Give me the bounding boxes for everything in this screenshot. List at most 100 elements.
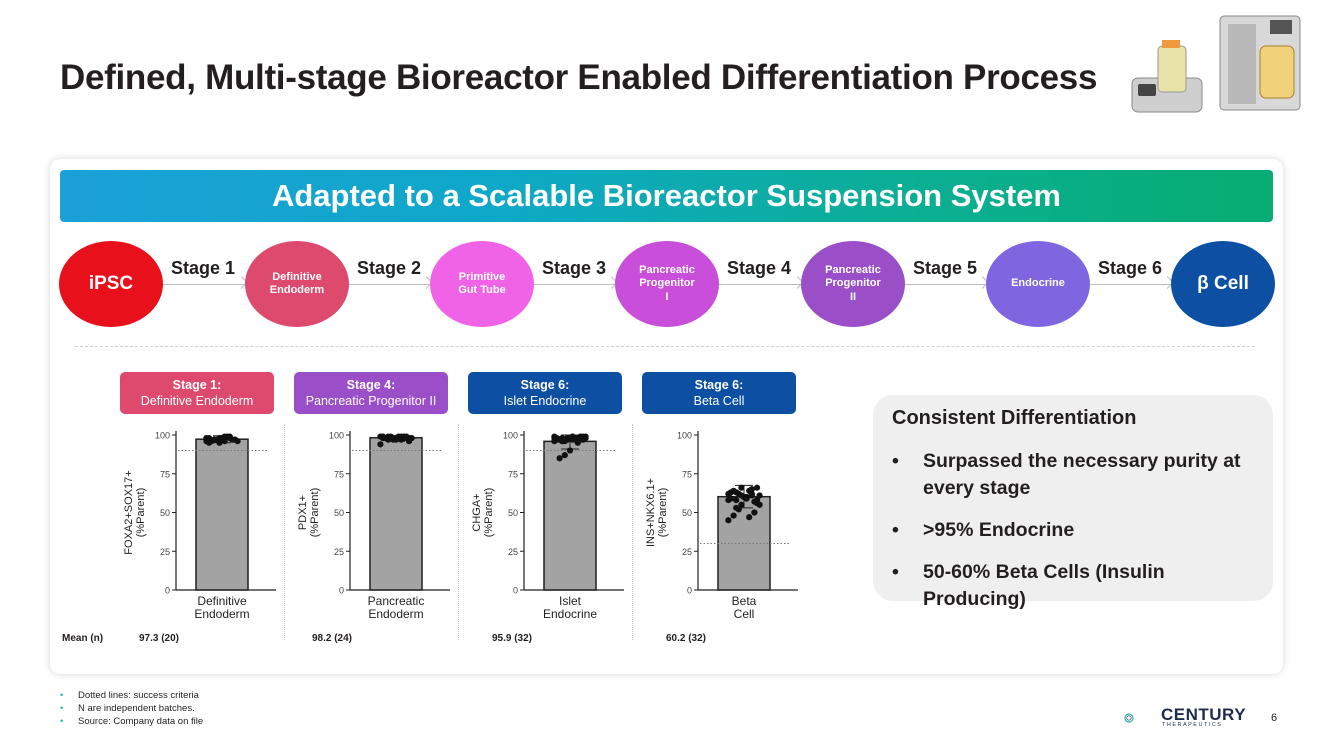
y-axis-label-line: (%Parent) [309, 488, 321, 538]
data-point [748, 492, 755, 499]
y-tick-label: 0 [513, 586, 518, 596]
y-tick-label: 50 [508, 508, 518, 518]
data-point [211, 436, 218, 443]
flow-node: Endocrine [986, 241, 1090, 327]
flow-connector [349, 284, 430, 285]
chart-header-name: Definitive Endoderm [140, 394, 254, 408]
data-point [579, 436, 587, 443]
data-point [735, 490, 742, 497]
y-tick-label: 100 [677, 431, 692, 441]
y-axis-label: FOXA2+SOX17+(%Parent) [123, 470, 147, 554]
chart-header: Stage 6: Beta Cell [642, 372, 796, 414]
y-tick-label: 25 [508, 547, 518, 557]
y-axis-label-line: CHGA+ [471, 493, 483, 531]
chart-header: Stage 6: Islet Endocrine [468, 372, 622, 414]
summary-bullet: >95% Endocrine [892, 517, 1272, 544]
page-title: Defined, Multi-stage Bioreactor Enabled … [60, 58, 1098, 97]
bar [717, 495, 771, 591]
data-point [738, 501, 745, 508]
logo-name: CENTURY [1161, 705, 1247, 724]
x-category-label-line: Pancreatic [368, 594, 425, 608]
stage-label: Stage 1 [170, 258, 236, 278]
data-point [403, 435, 410, 442]
y-tick-label: 75 [508, 469, 518, 479]
data-point [226, 433, 233, 440]
stage-label: Stage 2 [356, 258, 422, 278]
mean-value: 98.2 (24) [311, 633, 353, 644]
data-point [753, 500, 761, 507]
flow-connector [1090, 284, 1171, 285]
panel-separator [284, 424, 285, 640]
banner: Adapted to a Scalable Bioreactor Suspens… [60, 170, 1273, 222]
chart-header-name: Beta Cell [693, 394, 745, 408]
y-tick-label: 100 [155, 431, 170, 441]
x-category-label-line: Definitive [197, 594, 247, 608]
y-axis-label-line: INS+NKX6.1+ [645, 478, 657, 547]
footnote: N are independent batches. [60, 702, 203, 715]
y-tick-label: 25 [334, 547, 344, 557]
data-point [725, 517, 732, 524]
flow-connector [719, 284, 801, 285]
y-tick-label: 100 [329, 431, 344, 441]
y-axis-label: PDX1+(%Parent) [297, 488, 321, 538]
data-point [392, 436, 400, 443]
y-tick-label: 0 [165, 586, 170, 596]
flow-node: Primitive Gut Tube [430, 241, 534, 327]
data-point [746, 514, 753, 521]
data-point [569, 433, 576, 440]
data-point [756, 492, 763, 499]
y-tick-label: 50 [160, 508, 170, 518]
chart-header-name: Pancreatic Progenitor II [305, 394, 437, 408]
data-point [398, 433, 405, 440]
y-tick-label: 100 [503, 431, 518, 441]
bioreactor-illustration [1131, 15, 1301, 113]
summary-panel-title: Consistent Differentiation [892, 407, 1137, 429]
page-number: 6 [1271, 712, 1278, 724]
chart-header-name: Islet Endocrine [503, 394, 587, 408]
data-point [408, 435, 415, 442]
footnote: Dotted lines: success criteria [60, 689, 203, 702]
chart-header: Stage 1: Definitive Endoderm [120, 372, 274, 414]
y-tick-label: 50 [682, 508, 692, 518]
y-tick-label: 25 [160, 547, 170, 557]
data-point [743, 495, 750, 502]
y-axis-label-line: FOXA2+SOX17+ [123, 470, 135, 554]
data-point [751, 509, 758, 516]
logo-sub: THERAPEUTICS [1162, 722, 1223, 728]
x-category-label-line: Endoderm [194, 607, 249, 621]
bar-chart: FOXA2+SOX17+(%Parent) 0 25 50 75 100Definitiv… [123, 431, 276, 621]
flow-node: β Cell [1171, 241, 1275, 327]
flow-node: iPSC [59, 241, 163, 327]
panel-separator [458, 424, 459, 640]
stage-label: Stage 5 [912, 258, 978, 278]
chart-header-stage: Stage 1: [172, 378, 222, 392]
data-point [561, 452, 568, 459]
summary-bullet: Surpassed the necessary purity at every … [892, 448, 1272, 502]
data-point [753, 484, 761, 491]
chart-header-stage: Stage 6: [520, 378, 570, 392]
y-tick-label: 50 [334, 508, 344, 518]
x-category-label-line: Islet [559, 594, 582, 608]
mean-value: 95.9 (32) [491, 633, 533, 644]
panel-separator [632, 424, 633, 640]
x-category-label-line: Cell [734, 607, 755, 621]
data-point [221, 438, 228, 445]
flow-node: Pancreatic Progenitor I [615, 241, 719, 327]
chart-header-stage: Stage 6: [694, 378, 744, 392]
dashed-separator [75, 346, 1255, 347]
stage-label: Stage 6 [1097, 258, 1163, 278]
y-tick-label: 25 [682, 547, 692, 557]
y-tick-label: 75 [160, 469, 170, 479]
data-point [733, 504, 740, 511]
data-point [564, 436, 571, 443]
bar [195, 438, 249, 591]
y-axis-label-line: (%Parent) [657, 488, 669, 538]
flow-node: Definitive Endoderm [245, 241, 349, 327]
y-tick-label: 75 [334, 469, 344, 479]
